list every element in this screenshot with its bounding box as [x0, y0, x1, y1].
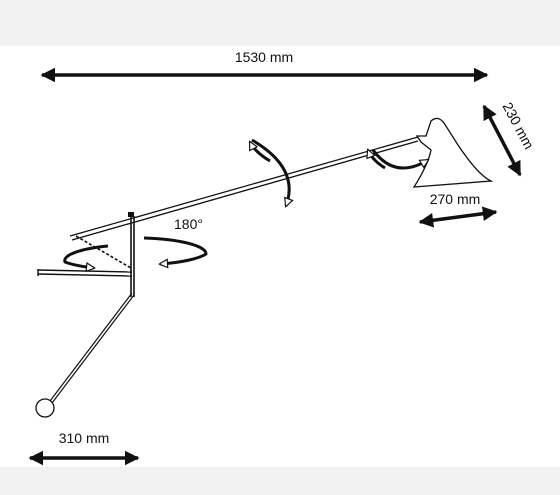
- main-arm-bottom: [71, 140, 419, 241]
- rotation-arrow-right: [143, 236, 208, 264]
- shade-height-arrow: [482, 104, 522, 177]
- shade-width-arrow: [418, 206, 498, 228]
- dashed-brace: [75, 235, 132, 269]
- overall-length-label: 1530 mm: [235, 49, 293, 65]
- wall-arm-bottom: [37, 273, 133, 277]
- main-arm-top: [69, 136, 419, 237]
- base-width-label: 310 mm: [59, 430, 110, 446]
- shade-width-label: 270 mm: [430, 191, 481, 207]
- overall-length-dimension: 1530 mm: [40, 49, 489, 83]
- rotation-arrow-left: [63, 244, 109, 268]
- diagram-canvas: 1530 mm 230 mm 270 mm 310 mm: [0, 46, 560, 467]
- lamp-dimension-diagram: 1530 mm 230 mm 270 mm 310 mm: [28, 49, 537, 466]
- wall-arm-top: [37, 269, 133, 273]
- lamp-shade: [412, 117, 494, 188]
- counterweight: [35, 398, 55, 418]
- shade-width-dimension: 270 mm: [418, 191, 498, 228]
- rotation-indicators: 180°: [63, 138, 428, 268]
- shade-pivot-arrow-left: [368, 150, 386, 170]
- lower-arm-highlight: [50, 293, 134, 403]
- pivot-joint: [128, 212, 134, 217]
- rotation-angle-label: 180°: [174, 216, 203, 232]
- shade-pivot-arrow-right: [371, 149, 428, 170]
- arm-tilt-arrow-top: [248, 142, 271, 163]
- shade-height-dimension: 230 mm: [482, 100, 537, 177]
- base-width-dimension: 310 mm: [28, 430, 140, 466]
- arm-tilt-arrow: [251, 138, 289, 206]
- lamp-drawing: [35, 117, 494, 418]
